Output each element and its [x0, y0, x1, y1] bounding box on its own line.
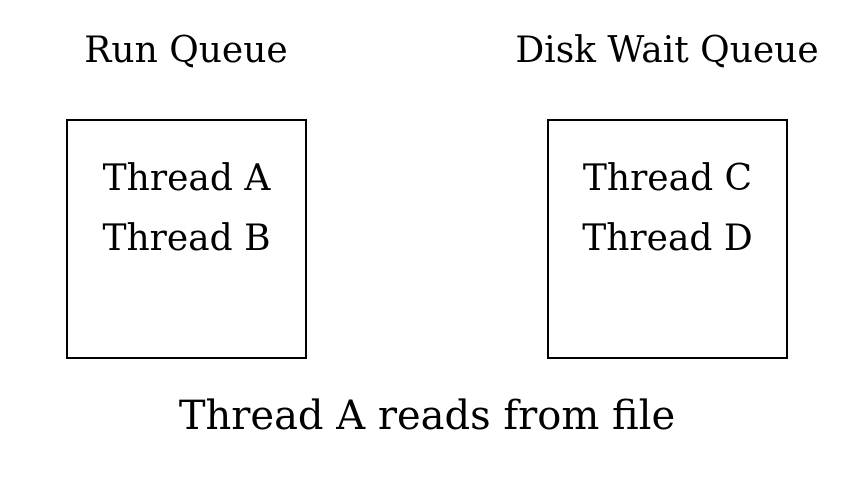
disk-wait-queue-box: Thread C Thread D	[547, 119, 788, 359]
disk-wait-queue-title: Disk Wait Queue	[515, 30, 819, 71]
thread-label-c: Thread C	[582, 158, 753, 199]
thread-label-d: Thread D	[582, 218, 753, 259]
run-queue-box: Thread A Thread B	[66, 119, 307, 359]
run-queue-title: Run Queue	[84, 30, 288, 71]
thread-label-b: Thread B	[102, 218, 271, 259]
thread-label-a: Thread A	[102, 158, 271, 199]
caption: Thread A reads from file	[178, 393, 676, 439]
